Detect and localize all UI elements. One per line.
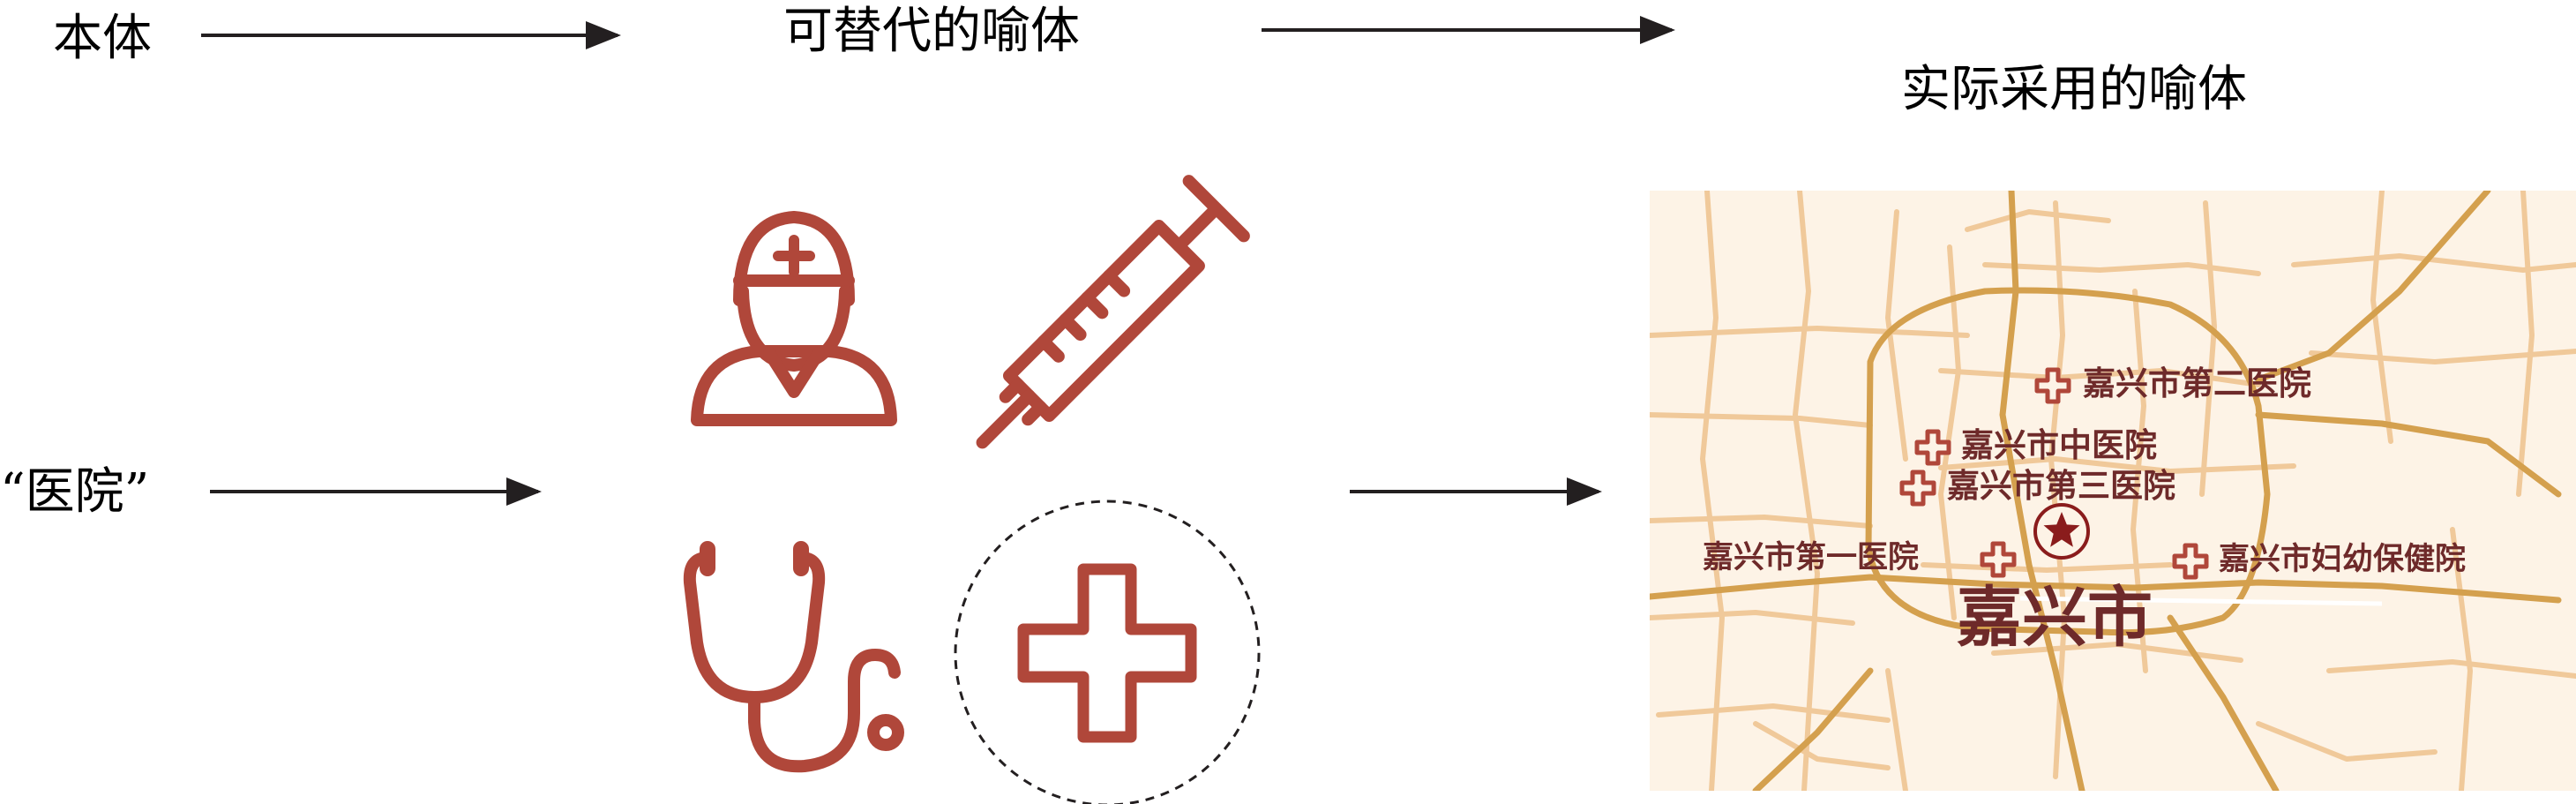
stethoscope-icon [683, 541, 904, 773]
hospital-label: 嘉兴市第二医院 [2083, 364, 2311, 402]
subject-label: “医院” [0, 463, 149, 521]
hospital-marker [1980, 541, 2017, 578]
map-divider [2019, 596, 2383, 606]
city-label: 嘉兴市 [1957, 580, 2153, 656]
hospital-marker [2172, 543, 2209, 580]
hospital-marker [2034, 367, 2071, 404]
dashed-circle [954, 500, 1261, 804]
hospital-label: 嘉兴市妇幼保健院 [2219, 541, 2466, 577]
tenor-label: 本体 [53, 10, 152, 67]
map-panel [1650, 191, 2576, 791]
hospital-marker [1914, 429, 1951, 466]
hospital-label: 嘉兴市第一医院 [1703, 539, 1919, 575]
minor-roads [1650, 191, 2576, 791]
candidate-vehicles-label: 可替代的喻体 [783, 3, 1080, 60]
red-cross-icon [1017, 563, 1197, 743]
hospital-label: 嘉兴市第三医院 [1947, 466, 2175, 505]
hospital-marker [1899, 470, 1936, 507]
doctor-icon [691, 211, 897, 426]
actual-vehicle-label: 实际采用的喻体 [1901, 61, 2247, 118]
city-center-icon [2033, 503, 2090, 560]
major-roads [1650, 191, 2562, 791]
hospital-label: 嘉兴市中医院 [1961, 425, 2157, 464]
syringe-icon [976, 175, 1250, 449]
hospital-markers [1899, 367, 2209, 580]
